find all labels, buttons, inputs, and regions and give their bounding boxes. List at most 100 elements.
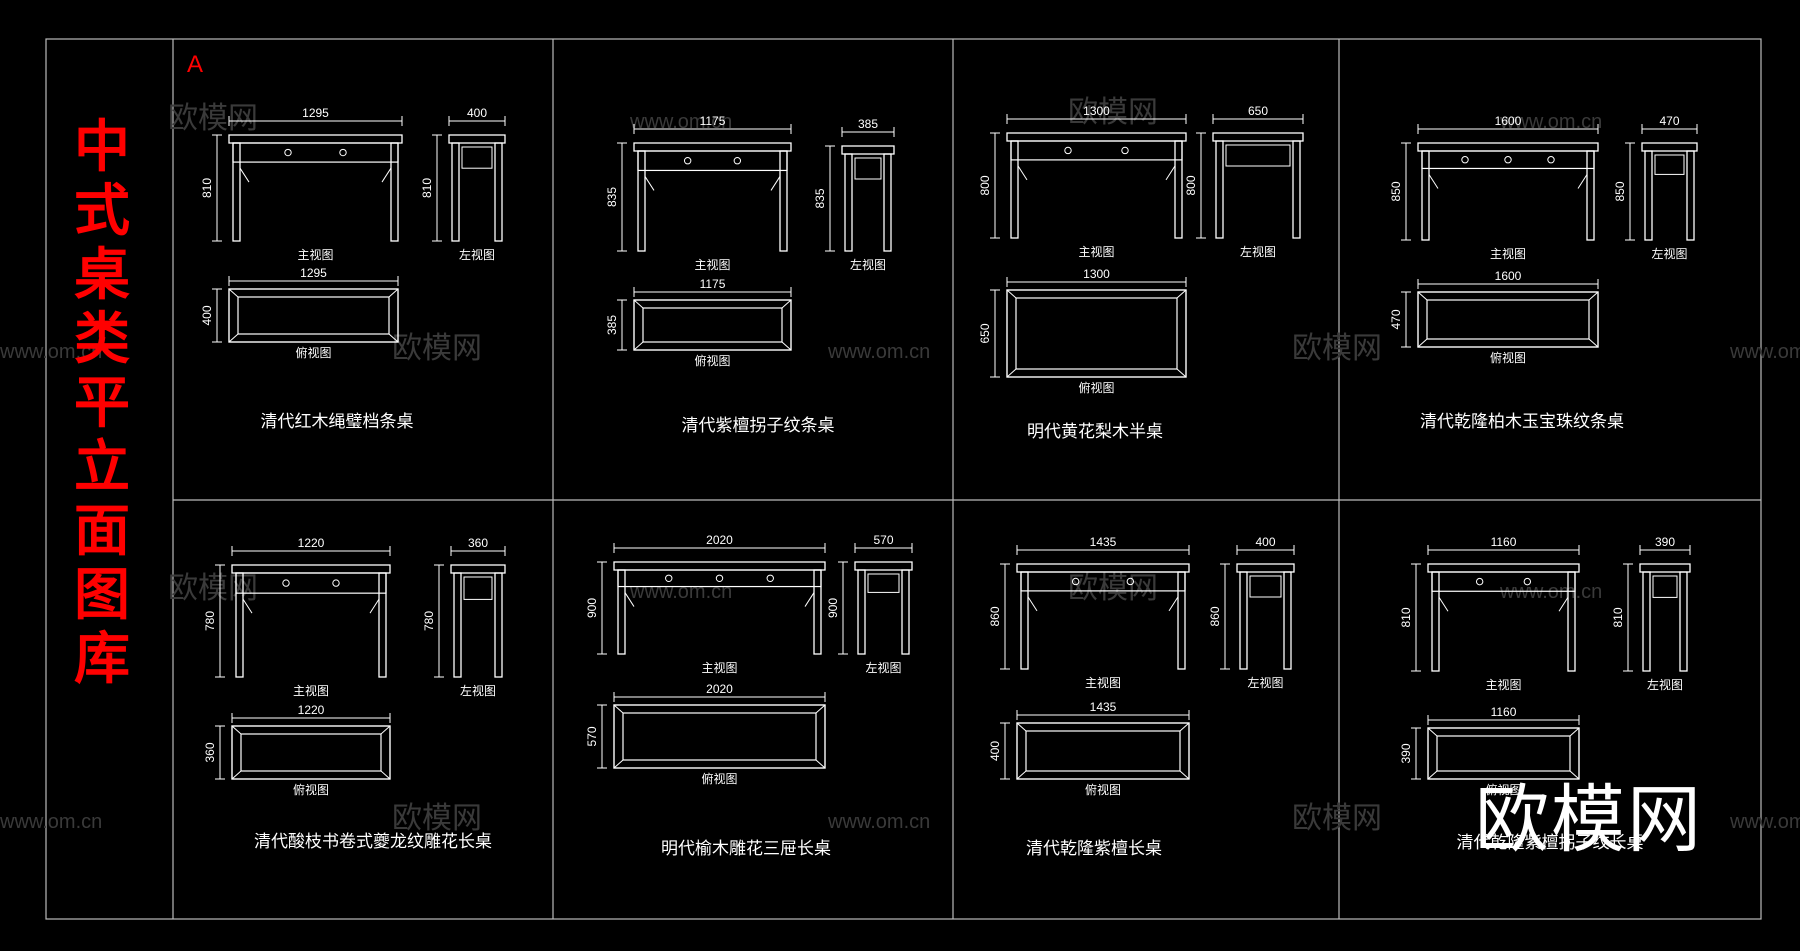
- table-leg: [1177, 571, 1186, 670]
- dimension-label: 900: [585, 598, 599, 618]
- table-top-edge: [1016, 563, 1190, 573]
- dimension-label: 810: [1611, 607, 1625, 627]
- side-view-label: 左视图: [1647, 677, 1683, 692]
- table-name: 清代红木绳璧档条桌: [261, 412, 414, 432]
- dimension-label: 1160: [1491, 705, 1517, 719]
- dimension-label: 390: [1655, 535, 1675, 549]
- table-leg: [1586, 150, 1595, 241]
- table-apron: [637, 150, 788, 172]
- side-leg: [494, 142, 503, 242]
- top-view-label: 俯视图: [295, 345, 331, 360]
- dimension-label: 2020: [706, 682, 733, 696]
- side-view-label: 左视图: [1651, 246, 1687, 261]
- leg-bracket: [381, 167, 392, 183]
- side-panel: [1654, 154, 1685, 175]
- table-leg: [637, 150, 646, 252]
- top-miter: [633, 299, 644, 309]
- top-outer: [1417, 291, 1599, 348]
- side-leg: [1215, 140, 1224, 239]
- top-view-label: 俯视图: [293, 782, 329, 797]
- side-leg: [901, 569, 910, 655]
- side-leg: [1644, 150, 1653, 241]
- carved-ornament: [766, 574, 774, 582]
- title-char: 类: [74, 306, 130, 372]
- watermark-text: www.om.cn: [827, 811, 930, 833]
- table-apron: [1421, 150, 1595, 170]
- front-view-label: 主视图: [1485, 677, 1521, 692]
- watermark-text: 欧模网: [168, 572, 258, 605]
- table-top-edge: [613, 561, 826, 571]
- front-view-label: 主视图: [1085, 675, 1121, 690]
- dimension-label: 400: [200, 305, 214, 325]
- dimension-label: 850: [1389, 181, 1403, 201]
- carved-ornament: [339, 148, 347, 157]
- side-leg: [1642, 571, 1651, 672]
- sheet-frame: [45, 38, 1762, 920]
- table-leg: [378, 572, 387, 678]
- top-miter: [633, 341, 644, 351]
- table-top-edge: [1006, 132, 1187, 142]
- dimension-label: 470: [1389, 309, 1403, 329]
- table-leg: [1020, 571, 1029, 670]
- dimension-label: 2020: [706, 533, 733, 547]
- carved-ornament: [733, 157, 742, 165]
- top-outer: [633, 299, 792, 351]
- leg-bracket: [242, 598, 253, 614]
- top-outer: [1016, 722, 1190, 780]
- top-inner: [1436, 735, 1571, 772]
- top-view-label: 俯视图: [1485, 782, 1521, 797]
- dimension-label: 360: [468, 536, 488, 550]
- watermark-text: 欧模网: [168, 102, 258, 135]
- dimension-label: 810: [420, 178, 434, 198]
- title-char: 面: [74, 498, 130, 564]
- dimension-label: 570: [585, 726, 599, 746]
- top-view-label: 俯视图: [694, 353, 730, 368]
- table-leg: [1174, 140, 1183, 239]
- watermark-text: www.om.cn: [1729, 811, 1800, 833]
- top-inner: [1025, 730, 1181, 772]
- top-miter: [388, 333, 399, 343]
- carved-ornament: [1504, 156, 1512, 164]
- top-view-label: 俯视图: [701, 771, 737, 786]
- watermark-text: 欧模网: [392, 332, 482, 365]
- top-miter: [380, 725, 391, 735]
- side-view-label: 左视图: [865, 660, 901, 675]
- top-miter: [1176, 289, 1187, 299]
- side-leg: [1679, 571, 1688, 672]
- side-leg: [1292, 140, 1301, 239]
- dimension-label: 400: [1255, 535, 1275, 549]
- watermark-text: www.om.cn: [1499, 111, 1602, 133]
- side-leg: [451, 142, 460, 242]
- dimension-label: 570: [873, 533, 893, 547]
- dimension-label: 1175: [700, 277, 726, 291]
- top-miter: [1588, 291, 1599, 301]
- dimension-label: 400: [467, 106, 487, 120]
- top-inner: [240, 733, 382, 772]
- title-char: 图: [74, 562, 130, 628]
- table-apron: [232, 142, 399, 163]
- table-top-edge: [228, 134, 403, 144]
- dimension-label: 1220: [298, 536, 325, 550]
- dimension-label: 810: [1399, 607, 1413, 627]
- watermark-text: www.om.cn: [0, 341, 102, 363]
- table-name: 明代榆木雕花三屉长桌: [661, 839, 831, 859]
- side-top-edge: [841, 145, 895, 155]
- top-miter: [815, 704, 826, 714]
- top-miter: [231, 770, 242, 780]
- dimension-label: 1300: [1083, 267, 1110, 281]
- side-view-label: 左视图: [850, 257, 886, 272]
- top-miter: [228, 333, 239, 343]
- top-miter: [1179, 722, 1190, 732]
- dimension-label: 1300: [1083, 104, 1110, 118]
- carved-ornament: [1475, 577, 1484, 586]
- carved-ornament: [1547, 156, 1555, 164]
- title-char: 库: [74, 626, 130, 692]
- top-miter: [1417, 338, 1428, 348]
- front-view-label: 主视图: [293, 683, 329, 698]
- dimension-label: 390: [1399, 743, 1413, 763]
- dimension-label: 470: [1659, 114, 1679, 128]
- dimension-label: 1220: [298, 703, 325, 717]
